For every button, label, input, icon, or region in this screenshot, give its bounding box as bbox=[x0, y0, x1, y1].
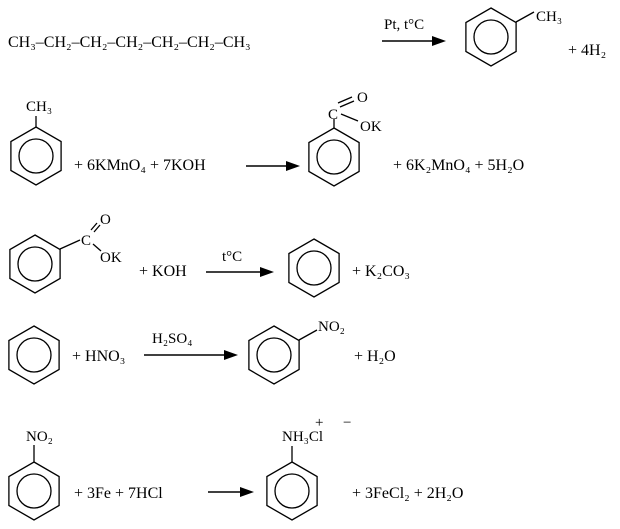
anilinium-group-label: NH₃Cl bbox=[282, 429, 323, 445]
reaction-3-byproducts: + K₂CO₃ bbox=[352, 263, 410, 280]
reactant-nitro-group-label: NO₂ bbox=[26, 429, 53, 445]
reaction-1: CH₃–CH₂–CH₂–CH₂–CH₂–CH₂–CH₃ Pt, t°C CH₃ … bbox=[8, 7, 606, 67]
reactant-ok-label: OK bbox=[100, 250, 122, 266]
nitrobenzene-reactant: NO₂ bbox=[8, 429, 60, 521]
carbonyl-oxygen-label: O bbox=[357, 90, 368, 106]
reactant-carbonyl-oxygen-label: O bbox=[100, 212, 111, 228]
nitrobenzene-product: NO₂ bbox=[248, 319, 345, 385]
reaction-4-arrow bbox=[144, 350, 238, 360]
reaction-5: NO₂ + 3Fe + 7HCl NH₃Cl + − + 3FeCl₂ + 2H… bbox=[8, 415, 463, 521]
toluene-methyl-label: CH₃ bbox=[536, 9, 562, 25]
reaction-2-byproducts: + 6K₂MnO₄ + 5H₂O bbox=[393, 157, 524, 174]
reaction-4: + HNO₃ H₂SO₄ NO₂ + H₂O bbox=[8, 319, 396, 385]
reaction-5-byproducts: + 3FeCl₂ + 2H₂O bbox=[352, 485, 463, 502]
reaction-2: CH₃ + 6KMnO₄ + 7KOH C O OK + 6K₂MnO₄ + 5… bbox=[10, 90, 524, 187]
toluene-reactant: CH₃ bbox=[10, 99, 62, 186]
reaction-3-reagents: + KOH bbox=[139, 263, 187, 280]
reaction-4-byproducts: + H₂O bbox=[354, 348, 396, 365]
potassium-benzoate-reactant: C O OK bbox=[9, 212, 122, 294]
reaction-2-arrow bbox=[246, 161, 300, 171]
benzene-product bbox=[288, 238, 340, 298]
positive-charge-label: + bbox=[315, 415, 323, 431]
benzene-reactant bbox=[8, 325, 60, 385]
reaction-5-arrow bbox=[208, 487, 254, 497]
reaction-1-arrow bbox=[382, 36, 446, 46]
reaction-3-condition: t°C bbox=[222, 249, 242, 265]
potassium-benzoate-product: C O OK bbox=[308, 90, 382, 187]
toluene-reactant-methyl-label: CH₃ bbox=[26, 99, 52, 115]
negative-charge-label: − bbox=[343, 415, 351, 431]
reaction-5-reagents: + 3Fe + 7HCl bbox=[74, 485, 163, 502]
heptane-formula: CH₃–CH₂–CH₂–CH₂–CH₂–CH₂–CH₃ bbox=[8, 34, 251, 51]
toluene-product: CH₃ bbox=[465, 7, 562, 67]
reaction-1-byproducts: + 4H₂ bbox=[568, 42, 606, 59]
carboxylate-carbon-label: C bbox=[328, 107, 338, 123]
reaction-3-arrow bbox=[206, 267, 274, 277]
reaction-1-condition: Pt, t°C bbox=[384, 17, 424, 33]
ok-label: OK bbox=[360, 119, 382, 135]
reactant-carboxylate-carbon-label: C bbox=[81, 233, 91, 249]
reaction-2-reagents: + 6KMnO₄ + 7KOH bbox=[74, 157, 206, 174]
reaction-4-reagents: + HNO₃ bbox=[72, 348, 125, 365]
anilinium-chloride-product: NH₃Cl + − bbox=[266, 415, 351, 521]
reaction-3: C O OK + KOH t°C + K₂CO₃ bbox=[9, 212, 410, 298]
reaction-4-condition: H₂SO₄ bbox=[152, 331, 192, 347]
nitro-group-label: NO₂ bbox=[318, 319, 345, 335]
